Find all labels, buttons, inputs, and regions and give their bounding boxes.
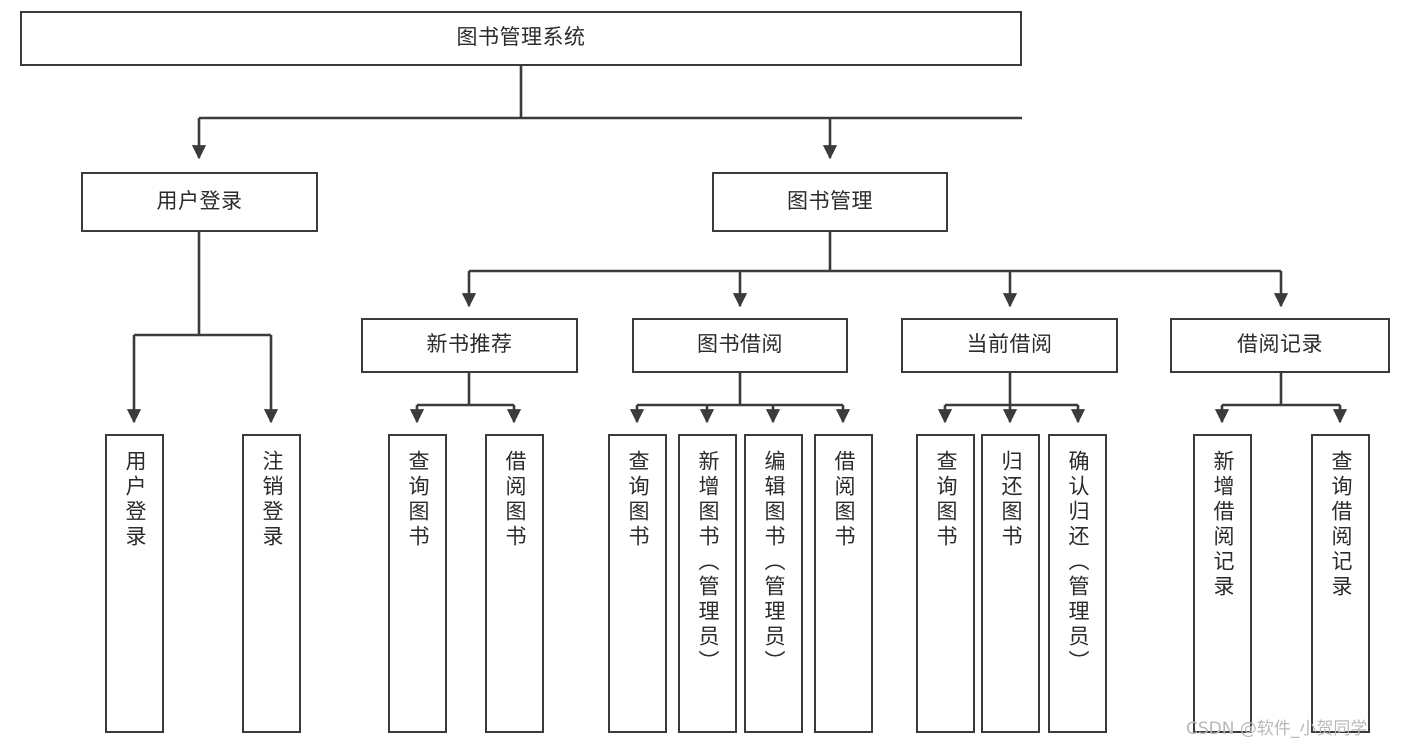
node-book-borrow[interactable]: 图书借阅 — [632, 318, 848, 373]
node-user-login[interactable]: 用户登录 — [81, 172, 318, 232]
node-book-borrow-label: 图书借阅 — [697, 333, 783, 357]
node-borrow-records-label: 借阅记录 — [1237, 333, 1323, 357]
leaf-borrow-add-book-label: 新增图书（管理员） — [696, 450, 719, 675]
node-user-login-label: 用户登录 — [156, 189, 243, 213]
node-root[interactable]: 图书管理系统 — [20, 11, 1022, 66]
leaf-current-query-book-label: 查询图书 — [934, 450, 957, 550]
leaf-borrow-add-book[interactable]: 新增图书（管理员） — [678, 434, 737, 733]
leaf-new-book-borrow[interactable]: 借阅图书 — [485, 434, 544, 733]
node-borrow-records[interactable]: 借阅记录 — [1170, 318, 1390, 373]
node-current-borrow[interactable]: 当前借阅 — [901, 318, 1118, 373]
leaf-new-book-query[interactable]: 查询图书 — [388, 434, 447, 733]
leaf-current-confirm-return[interactable]: 确认归还（管理员） — [1048, 434, 1107, 733]
leaf-current-query-book[interactable]: 查询图书 — [916, 434, 975, 733]
node-new-book-recommend-label: 新书推荐 — [426, 333, 513, 357]
leaf-borrow-borrow-book-label: 借阅图书 — [832, 450, 855, 550]
leaf-user-login-signout-label: 注销登录 — [260, 450, 283, 550]
node-current-borrow-label: 当前借阅 — [966, 333, 1053, 357]
leaf-new-book-query-label: 查询图书 — [406, 450, 429, 550]
leaf-new-book-borrow-label: 借阅图书 — [503, 450, 526, 550]
leaf-records-query[interactable]: 查询借阅记录 — [1311, 434, 1370, 733]
leaf-records-add[interactable]: 新增借阅记录 — [1193, 434, 1252, 733]
watermark: CSDN @软件_小贺同学 — [1186, 719, 1368, 739]
leaf-records-add-label: 新增借阅记录 — [1211, 450, 1234, 600]
node-book-management[interactable]: 图书管理 — [712, 172, 948, 232]
leaf-borrow-borrow-book[interactable]: 借阅图书 — [814, 434, 873, 733]
leaf-current-return-book[interactable]: 归还图书 — [981, 434, 1040, 733]
leaf-borrow-query-book-label: 查询图书 — [626, 450, 649, 550]
node-new-book-recommend[interactable]: 新书推荐 — [361, 318, 578, 373]
leaf-user-login-signin-label: 用户登录 — [123, 450, 146, 550]
leaf-user-login-signout[interactable]: 注销登录 — [242, 434, 301, 733]
leaf-records-query-label: 查询借阅记录 — [1329, 450, 1352, 600]
leaf-borrow-edit-book-label: 编辑图书（管理员） — [762, 450, 785, 675]
leaf-user-login-signin[interactable]: 用户登录 — [105, 434, 164, 733]
node-root-label: 图书管理系统 — [456, 26, 586, 50]
node-book-management-label: 图书管理 — [787, 189, 873, 213]
leaf-borrow-edit-book[interactable]: 编辑图书（管理员） — [744, 434, 803, 733]
leaf-current-return-book-label: 归还图书 — [999, 450, 1022, 550]
leaf-borrow-query-book[interactable]: 查询图书 — [608, 434, 667, 733]
leaf-current-confirm-return-label: 确认归还（管理员） — [1066, 450, 1089, 675]
